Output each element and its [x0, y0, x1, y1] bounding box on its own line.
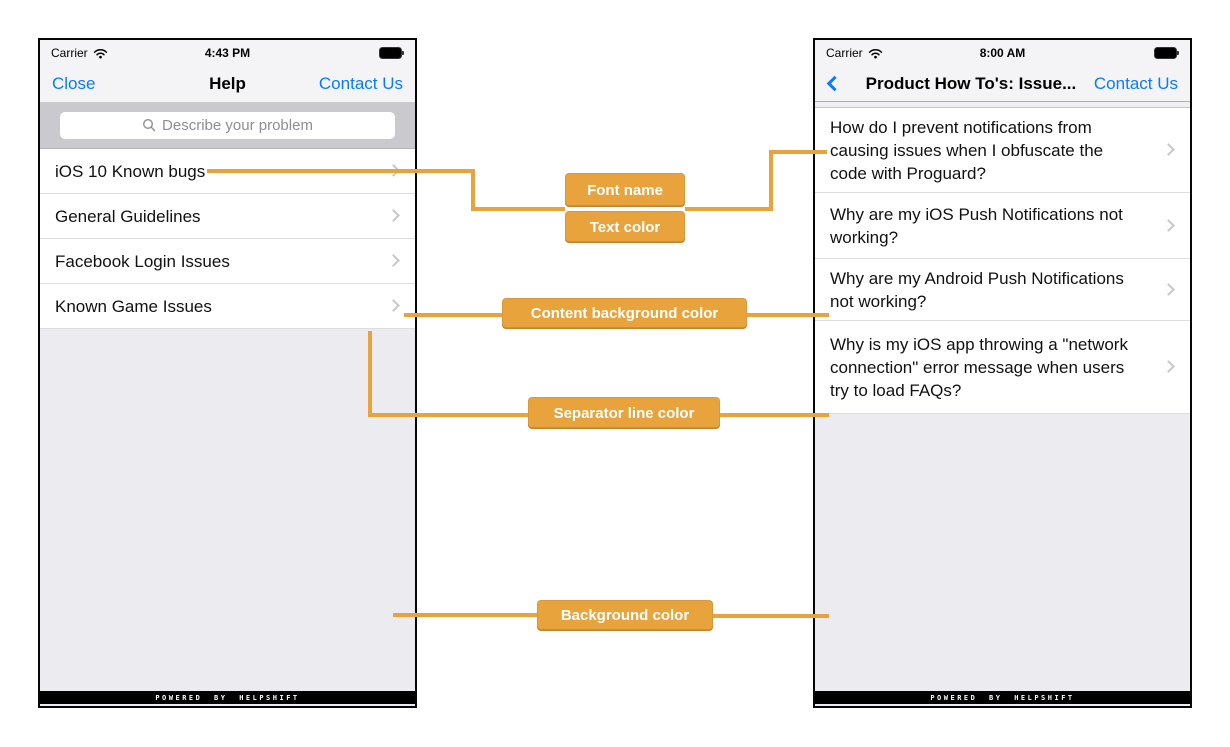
wifi-icon	[868, 48, 882, 59]
faq-row[interactable]: Facebook Login Issues	[40, 239, 415, 284]
battery-icon	[1155, 48, 1179, 58]
connector-line	[368, 331, 372, 417]
annotation-background-color: Background color	[537, 600, 713, 631]
screen-background	[815, 414, 1190, 691]
search-icon	[143, 118, 156, 132]
faq-row-label: General Guidelines	[55, 206, 201, 226]
search-input[interactable]: Describe your problem	[60, 111, 395, 139]
phone-left: Carrier 4:43 PM Close Help Contact Us	[38, 38, 417, 708]
back-icon[interactable]	[826, 75, 843, 92]
chevron-right-icon	[1162, 218, 1175, 232]
faq-section-list: iOS 10 Known bugs General Guidelines Fac…	[40, 149, 415, 329]
connector-line	[720, 413, 829, 417]
connector-line	[471, 169, 475, 211]
chevron-right-icon	[387, 209, 400, 222]
page-title: Product How To's: Issue...	[865, 73, 1077, 93]
carrier-label: Carrier	[51, 46, 88, 60]
nav-bar: Close Help Contact Us	[40, 66, 415, 102]
page-title: Help	[209, 74, 246, 93]
connector-line	[368, 413, 528, 417]
close-button[interactable]: Close	[52, 74, 96, 93]
connector-line	[769, 150, 827, 154]
annotation-separator-line-color: Separator line color	[528, 397, 720, 429]
search-placeholder: Describe your problem	[162, 116, 313, 134]
connector-line	[471, 207, 565, 211]
contact-us-button[interactable]: Contact Us	[1093, 73, 1178, 93]
connector-line	[747, 313, 829, 317]
faq-row[interactable]: How do I prevent notifications from caus…	[815, 108, 1190, 193]
wifi-icon	[93, 48, 107, 59]
nav-content-gap	[815, 102, 1190, 107]
faq-row[interactable]: Why are my iOS Push Notifications not wo…	[815, 193, 1190, 259]
chevron-right-icon	[1162, 282, 1175, 296]
faq-row[interactable]: Why are my Android Push Notifications no…	[815, 259, 1190, 321]
search-bar-area: Describe your problem	[40, 102, 415, 149]
chevron-right-icon	[1162, 360, 1175, 373]
annotation-font-name: Font name	[565, 173, 685, 207]
chevron-right-icon	[387, 299, 400, 312]
chevron-right-icon	[387, 254, 400, 267]
connector-line	[685, 207, 773, 211]
faq-row-label: Known Game Issues	[55, 296, 212, 316]
connector-line	[769, 150, 773, 211]
annotation-text-color: Text color	[565, 211, 685, 243]
status-bar: Carrier 4:43 PM	[40, 40, 415, 66]
carrier-label: Carrier	[826, 46, 863, 60]
faq-row-label: Why are my iOS Push Notifications not wo…	[830, 204, 1123, 247]
phone-right: Carrier 8:00 AM Product How To's: Issue.…	[813, 38, 1192, 708]
connector-line	[713, 614, 829, 618]
connector-line	[207, 169, 475, 173]
faq-row-label: How do I prevent notifications from caus…	[830, 117, 1104, 183]
contact-us-button[interactable]: Contact Us	[318, 74, 403, 93]
battery-icon	[380, 48, 404, 58]
powered-by-footer: POWERED BY HELPSHIFT	[40, 691, 415, 704]
faq-row[interactable]: Known Game Issues	[40, 284, 415, 329]
faq-row-label: Facebook Login Issues	[55, 251, 230, 271]
status-time: 4:43 PM	[204, 46, 251, 60]
faq-row-label: iOS 10 Known bugs	[55, 161, 206, 181]
status-time: 8:00 AM	[979, 46, 1026, 60]
status-bar: Carrier 8:00 AM	[815, 40, 1190, 66]
faq-row[interactable]: Why is my iOS app throwing a "network co…	[815, 321, 1190, 414]
chevron-right-icon	[1162, 143, 1175, 156]
faq-row-label: Why is my iOS app throwing a "network co…	[830, 334, 1128, 400]
screen-background	[40, 329, 415, 691]
connector-line	[393, 613, 537, 617]
annotation-content-background-color: Content background color	[502, 298, 747, 329]
faq-row[interactable]: General Guidelines	[40, 194, 415, 239]
faq-question-list: How do I prevent notifications from caus…	[815, 107, 1190, 414]
faq-row-label: Why are my Android Push Notifications no…	[830, 268, 1124, 311]
nav-bar: Product How To's: Issue... Contact Us	[815, 66, 1190, 102]
powered-by-footer: POWERED BY HELPSHIFT	[815, 691, 1190, 704]
connector-line	[404, 313, 502, 317]
